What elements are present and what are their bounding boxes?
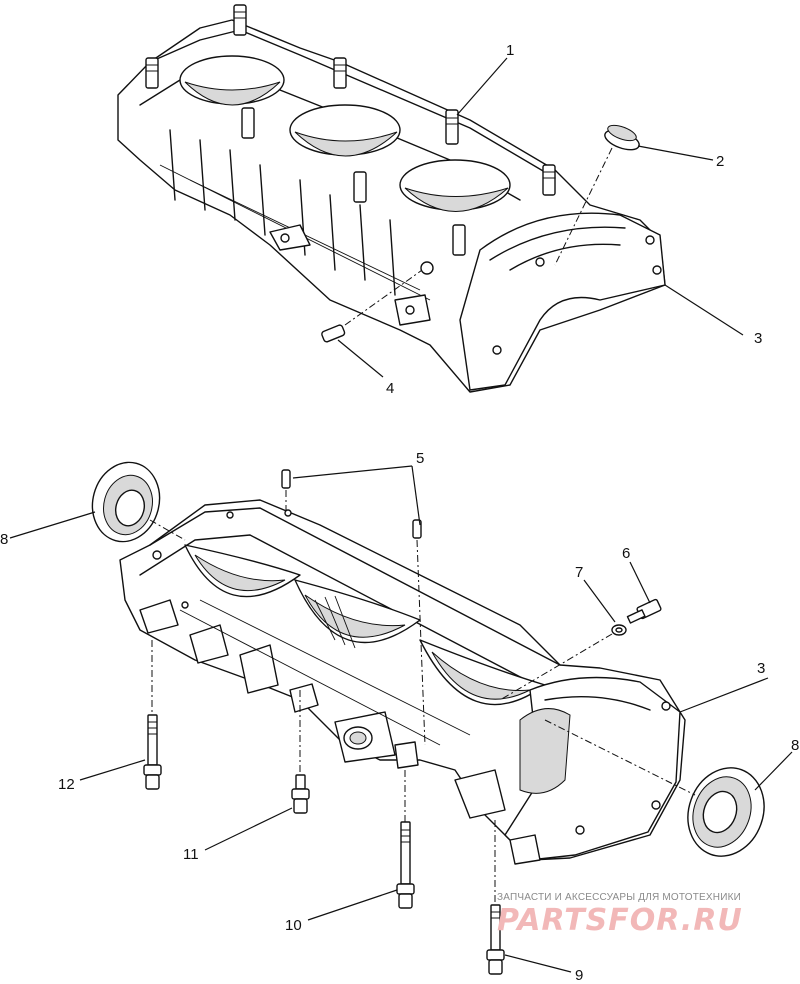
upper-bell-housing [459, 212, 666, 391]
watermark-caption: ЗАПЧАСТИ И АКСЕССУАРЫ ДЛЯ МОТОТЕХНИКИ [497, 892, 742, 903]
upper-bore-2 [289, 104, 401, 157]
watermark: ЗАПЧАСТИ И АКСЕССУАРЫ ДЛЯ МОТОТЕХНИКИ PA… [497, 892, 787, 938]
upper-studs [145, 4, 556, 256]
callout-8-left: 8 [0, 531, 8, 548]
lower-bell-housing [504, 676, 681, 861]
part-5-dowel-pins [281, 469, 426, 746]
lower-crankcase [119, 499, 686, 865]
callout-3-lower: 3 [757, 660, 765, 677]
part-10-bolt [396, 770, 415, 909]
part-2-plug [554, 124, 640, 266]
part-4-fitting [321, 261, 434, 343]
callout-10: 10 [285, 917, 302, 934]
lower-mount-pads [139, 599, 541, 865]
callout-7: 7 [575, 564, 583, 581]
part-9-bolt [486, 820, 505, 975]
callout-12: 12 [58, 776, 75, 793]
upper-bore-3 [399, 159, 511, 212]
callout-3-upper: 3 [754, 330, 762, 347]
callout-5: 5 [416, 450, 424, 467]
part-7-washer [499, 624, 627, 701]
part-11-bolt [291, 690, 310, 814]
upper-crankcase [117, 4, 666, 393]
part-8-seal-right [544, 719, 765, 857]
callout-8-right: 8 [791, 737, 799, 754]
leader-lines [9, 57, 793, 973]
lower-bore-1 [184, 544, 301, 598]
callout-2: 2 [716, 153, 724, 170]
callout-1: 1 [506, 42, 514, 59]
callout-9: 9 [575, 967, 583, 984]
callout-11: 11 [183, 846, 199, 863]
callout-labels: 1 2 3 4 5 6 7 8 3 8 12 11 10 9 [0, 42, 799, 984]
watermark-logo: PARTSFOR.RU [497, 903, 743, 938]
upper-bore-1 [179, 55, 285, 106]
part-6-bolt [626, 598, 662, 624]
part-8-seal-left [91, 461, 186, 543]
callout-6: 6 [622, 545, 630, 562]
part-12-bolt [143, 640, 162, 790]
callout-4: 4 [386, 380, 394, 397]
